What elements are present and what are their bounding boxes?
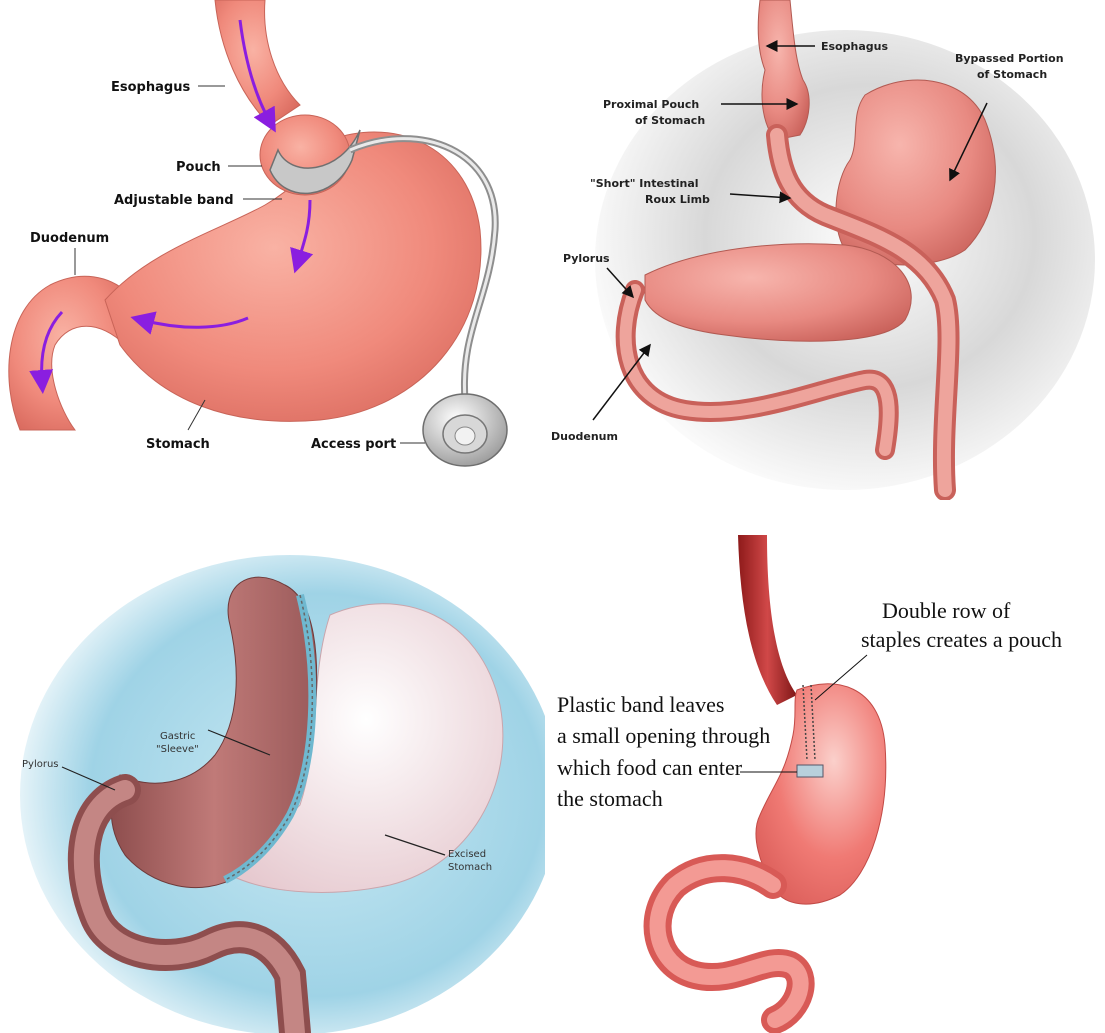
label-access-port: Access port	[311, 437, 396, 452]
label-esophagus: Esophagus	[111, 80, 190, 95]
adjustable-band-diagram: Esophagus Pouch Adjustable band Duodenum…	[0, 0, 545, 490]
label-plastic-band: Plastic band leaves	[557, 692, 724, 717]
label-plastic-band-line2: a small opening through	[557, 723, 770, 748]
label-roux-limb-line2: Roux Limb	[645, 193, 710, 206]
label-duodenum: Duodenum	[551, 430, 618, 443]
label-gastric-sleeve-line2: "Sleeve"	[156, 744, 199, 755]
label-duodenum: Duodenum	[30, 231, 109, 246]
plastic-band	[797, 765, 823, 777]
vbg-illustration: Double row of staples creates a pouch Pl…	[545, 505, 1105, 1033]
gastric-bypass-illustration: Esophagus Proximal Pouch of Stomach Bypa…	[545, 0, 1105, 500]
label-pouch: Pouch	[176, 160, 221, 175]
esophagus-shape	[215, 0, 300, 125]
label-pylorus: Pylorus	[22, 759, 59, 770]
vertical-banded-gastroplasty-diagram: Double row of staples creates a pouch Pl…	[545, 505, 1105, 1033]
label-bypassed-portion-line2: of Stomach	[977, 68, 1047, 81]
gastric-sleeve-diagram: Gastric "Sleeve" Pylorus Excised Stomach	[0, 505, 545, 1033]
label-pylorus: Pylorus	[563, 252, 610, 265]
esophagus-shape	[738, 535, 797, 705]
label-proximal-pouch: Proximal Pouch	[603, 98, 699, 111]
label-plastic-band-line3: which food can enter	[557, 755, 743, 780]
label-excised-stomach-line2: Stomach	[448, 862, 492, 873]
label-staples-line2: staples creates a pouch	[861, 627, 1062, 652]
label-staples: Double row of	[882, 598, 1011, 623]
label-excised-stomach: Excised	[448, 849, 486, 860]
label-proximal-pouch-line2: of Stomach	[635, 114, 705, 127]
label-plastic-band-line4: the stomach	[557, 786, 663, 811]
label-stomach: Stomach	[146, 437, 210, 452]
gastric-bypass-diagram: Esophagus Proximal Pouch of Stomach Bypa…	[545, 0, 1105, 500]
gastric-sleeve-illustration: Gastric "Sleeve" Pylorus Excised Stomach	[0, 505, 545, 1033]
label-roux-limb: "Short" Intestinal	[590, 177, 699, 190]
label-gastric-sleeve: Gastric	[160, 731, 195, 742]
label-adjustable-band: Adjustable band	[114, 193, 234, 208]
label-bypassed-portion: Bypassed Portion	[955, 52, 1064, 65]
adjustable-band-illustration: Esophagus Pouch Adjustable band Duodenum…	[0, 0, 545, 490]
label-esophagus: Esophagus	[821, 40, 888, 53]
